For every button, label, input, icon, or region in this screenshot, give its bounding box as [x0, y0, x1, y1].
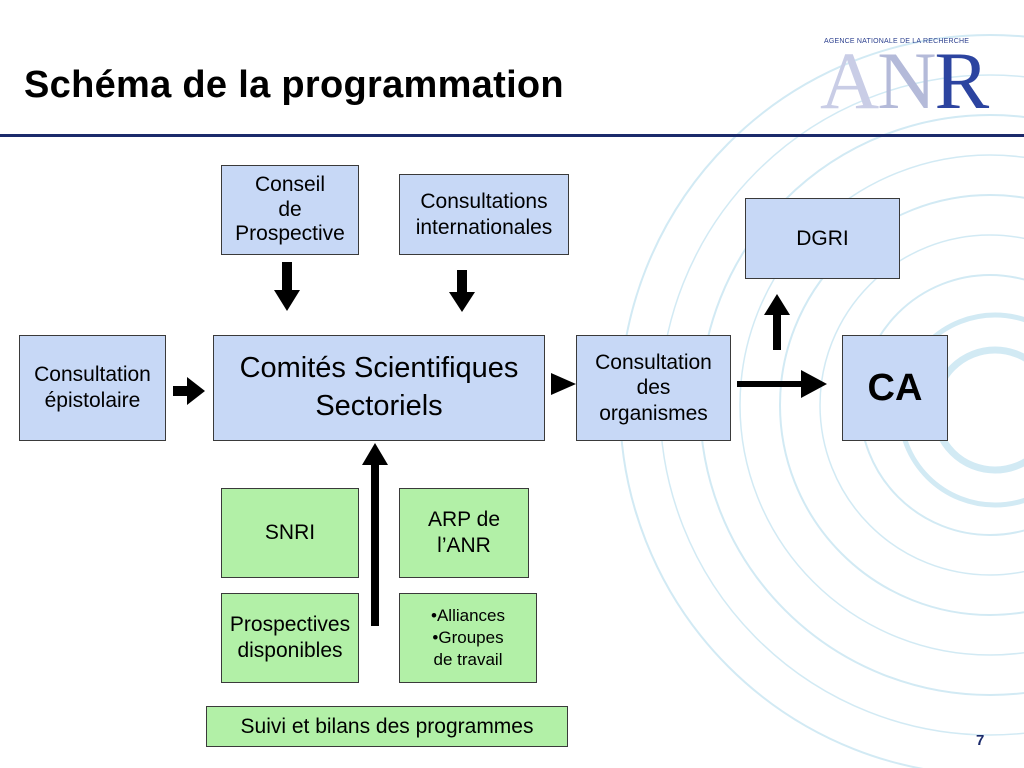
arrow-right-icon — [737, 370, 827, 398]
box-prospectives-disponibles: Prospectives disponibles — [221, 593, 359, 683]
title-divider — [0, 134, 1024, 137]
comites-label: Comités Scientifiques Sectoriels — [239, 352, 519, 422]
box-conseil-de-prospective: Conseil de Prospective — [221, 165, 359, 255]
arrow-up-icon — [362, 443, 388, 626]
arrow-up-icon — [764, 294, 790, 350]
box-suivi-et-bilans: Suivi et bilans des programmes — [206, 706, 568, 747]
arp-label: ARP de l’ANR — [428, 508, 500, 557]
ca-label: CA — [867, 366, 923, 409]
anr-logo: AGENCE NATIONALE DE LA RECHERCHE ANR — [818, 30, 1008, 122]
logo-letter-a: A — [820, 35, 879, 126]
dgri-label: DGRI — [796, 226, 849, 250]
arrow-down-icon — [274, 262, 300, 311]
snri-label: SNRI — [264, 521, 316, 545]
arrow-right-icon — [551, 373, 576, 395]
alliances-label: •Alliances •Groupes de travail — [431, 605, 505, 670]
logo-agency-name: AGENCE NATIONALE DE LA RECHERCHE — [824, 38, 970, 45]
conseil-label: Conseil de Prospective — [235, 172, 345, 246]
box-snri: SNRI — [221, 488, 359, 578]
box-consultations-internationales: Consultations internationales — [399, 174, 569, 255]
consultations-internationales-label: Consultations internationales — [415, 189, 553, 239]
arrow-right-icon — [173, 377, 205, 405]
box-arp-de-lanr: ARP de l’ANR — [399, 488, 529, 578]
box-comites-scientifiques-sectoriels: Comités Scientifiques Sectoriels — [213, 335, 545, 441]
consultation-organismes-label: Consultation des organismes — [595, 350, 712, 425]
consultation-epistolaire-label: Consultation épistolaire — [34, 363, 151, 412]
logo-letter-r: R — [934, 35, 989, 126]
prospectives-label: Prospectives disponibles — [229, 613, 351, 662]
box-dgri: DGRI — [745, 198, 900, 279]
logo-letter-n: N — [877, 35, 936, 126]
box-consultation-epistolaire: Consultation épistolaire — [19, 335, 166, 441]
page-number: 7 — [976, 732, 985, 749]
box-ca: CA — [842, 335, 948, 441]
box-alliances-groupes: •Alliances •Groupes de travail — [399, 593, 537, 683]
logo-wordmark: ANR — [820, 35, 989, 126]
arrow-down-icon — [449, 270, 475, 312]
slide-title: Schéma de la programmation — [24, 64, 564, 106]
suivi-label: Suivi et bilans des programmes — [240, 714, 534, 738]
box-consultation-des-organismes: Consultation des organismes — [576, 335, 731, 441]
